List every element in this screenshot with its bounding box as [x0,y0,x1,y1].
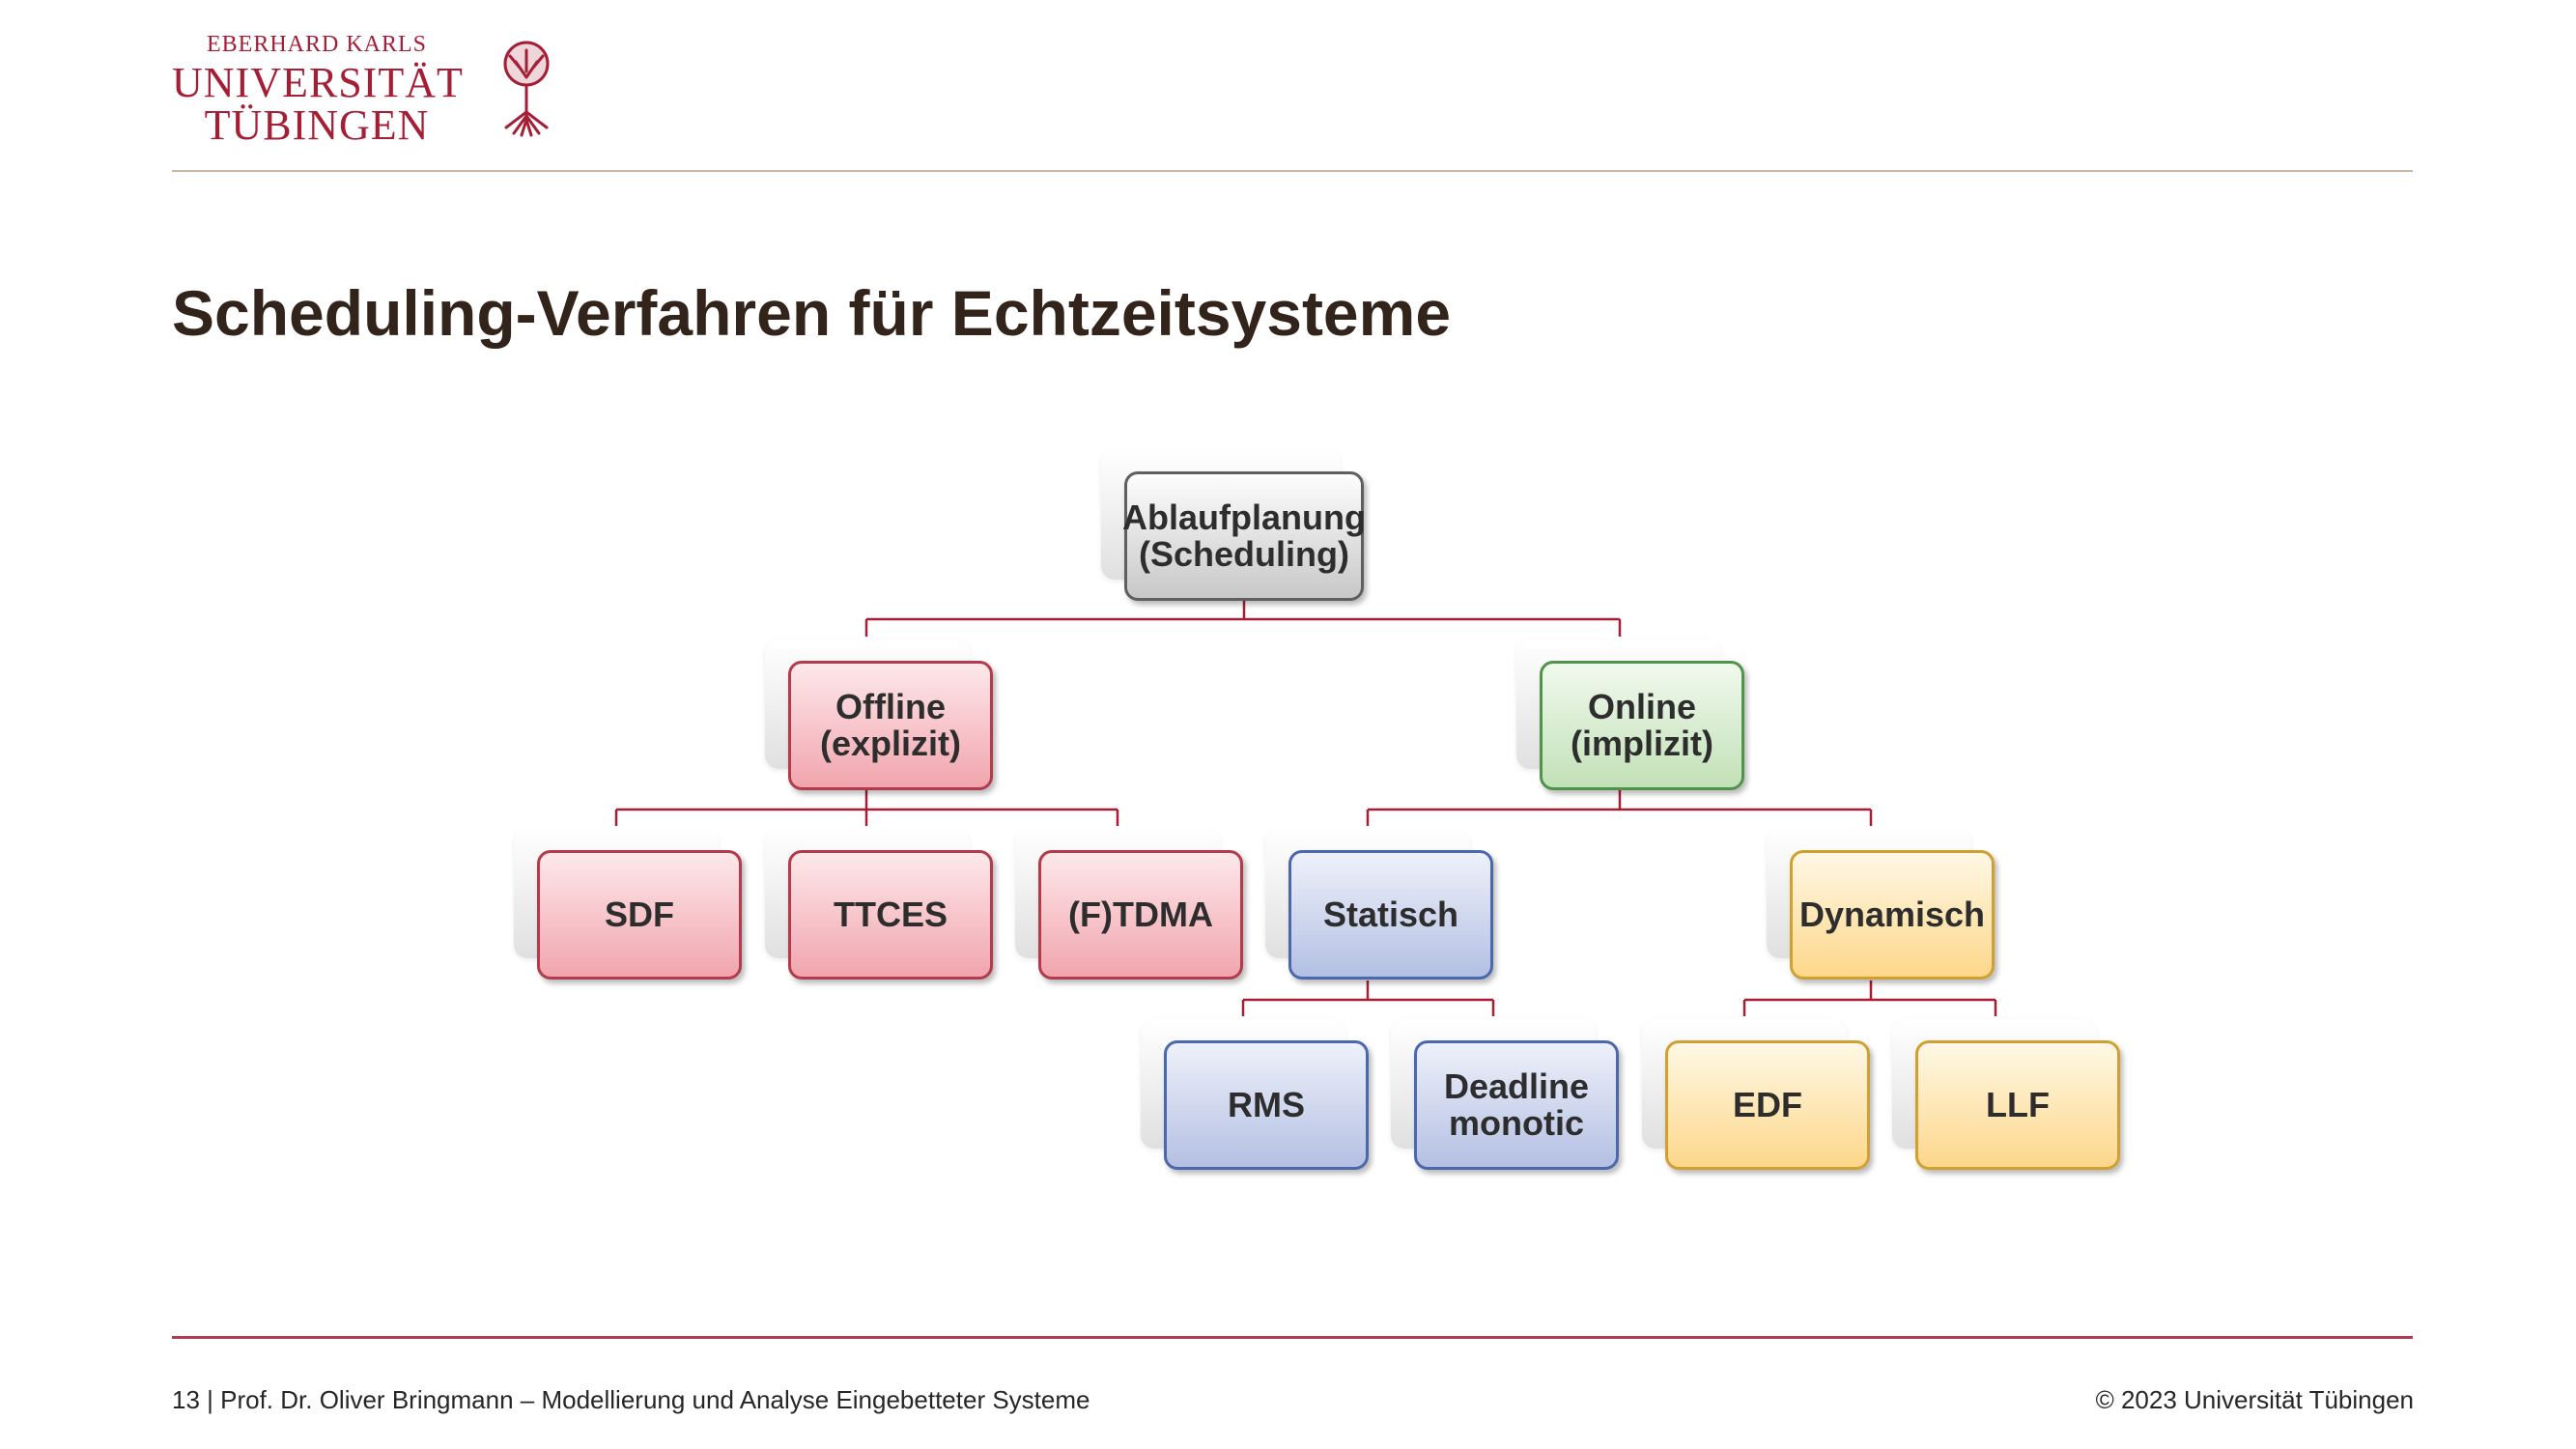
node-label: Deadline monotic [1443,1065,1590,1143]
node-label: Dynamisch [1798,894,1986,934]
node-label: Ablaufplanung (Scheduling) [1122,497,1366,574]
node-online: Online (implizit) [1516,639,1744,790]
node-statisch: Statisch [1265,829,1493,980]
node-llf: LLF [1892,1019,2120,1170]
connector-dynamisch [1742,980,1997,1016]
logo-wordmark: EBERHARD KARLS UNIVERSITÄT TÜBINGEN [172,32,464,149]
slide-title: Scheduling-Verfahren für Echtzeitsysteme [172,277,1452,349]
node-sdf: SDF [514,829,742,980]
footer-copyright: © 2023 Universität Tübingen [2095,1385,2414,1414]
logo-line-3: TÜBINGEN [204,101,430,149]
node-offline: Offline (explizit) [765,639,993,790]
node-dynamisch: Dynamisch [1767,829,1995,980]
university-logo: EBERHARD KARLS UNIVERSITÄT TÜBINGEN [172,33,578,147]
tree-seal-icon [503,41,550,137]
node-ftdma: (F)TDMA [1015,829,1243,980]
connector-online [1366,790,1873,826]
node-label: LLF [1986,1084,2050,1124]
node-label: RMS [1228,1084,1305,1124]
footer-divider [172,1336,2413,1339]
node-label: TTCES [833,894,948,934]
footer-course-info: 13 | Prof. Dr. Oliver Bringmann – Modell… [172,1385,1090,1414]
node-rms: RMS [1141,1019,1369,1170]
node-label: (F)TDMA [1068,894,1213,934]
node-edf: EDF [1642,1019,1870,1170]
logo-line-2: UNIVERSITÄT [172,59,464,106]
node-label: SDF [605,894,674,934]
connector-root [864,601,1622,637]
node-deadline-monotic: Deadline monotic [1391,1019,1619,1170]
logo-line-1: EBERHARD KARLS [206,32,428,57]
node-label: Offline (explizit) [819,686,961,763]
header-divider [172,170,2413,172]
node-ttces: TTCES [765,829,993,980]
node-label: EDF [1733,1084,1802,1124]
connector-offline [614,790,1119,826]
node-ablaufplanung: Ablaufplanung (Scheduling) [1101,450,1366,601]
connector-statisch [1241,980,1495,1016]
node-label: Online (implizit) [1571,686,1713,763]
node-label: Statisch [1322,894,1459,934]
